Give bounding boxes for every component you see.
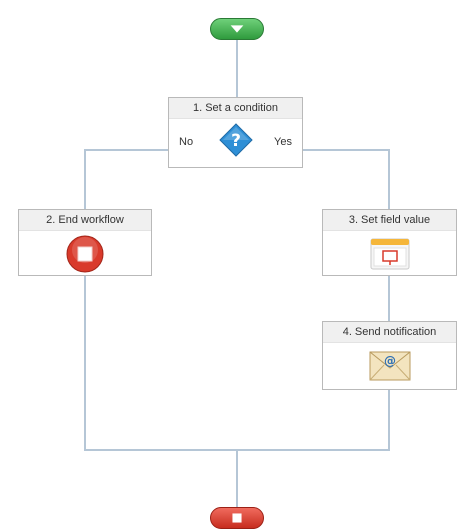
start-terminal[interactable] [210, 18, 264, 40]
end-workflow-node[interactable]: 2. End workflow [18, 209, 152, 276]
connector-notification-merge [237, 390, 390, 451]
connector-no-branch [84, 149, 168, 209]
end-workflow-node-title: 2. End workflow [19, 210, 151, 231]
stop-icon [66, 235, 104, 273]
connector-end-workflow-merge [84, 276, 237, 451]
end-terminal[interactable] [210, 507, 264, 529]
play-down-arrow-icon [230, 25, 244, 33]
set-field-value-icon [370, 238, 410, 270]
connector-yes-branch [303, 149, 390, 209]
branch-label-no: No [179, 136, 194, 148]
set-field-value-node-title: 3. Set field value [323, 210, 456, 231]
email-envelope-icon: @ [369, 351, 411, 381]
send-notification-node[interactable]: 4. Send notification @ [322, 321, 457, 390]
send-notification-node-title: 4. Send notification [323, 322, 456, 343]
condition-node[interactable]: 1. Set a condition No Yes ? [168, 97, 303, 168]
stop-square-icon [232, 513, 242, 523]
svg-text:@: @ [384, 354, 396, 368]
condition-question-icon: ? [219, 123, 253, 157]
svg-text:?: ? [231, 131, 241, 151]
branch-label-yes: Yes [274, 136, 292, 148]
set-field-value-node[interactable]: 3. Set field value [322, 209, 457, 276]
condition-node-title: 1. Set a condition [169, 98, 302, 119]
